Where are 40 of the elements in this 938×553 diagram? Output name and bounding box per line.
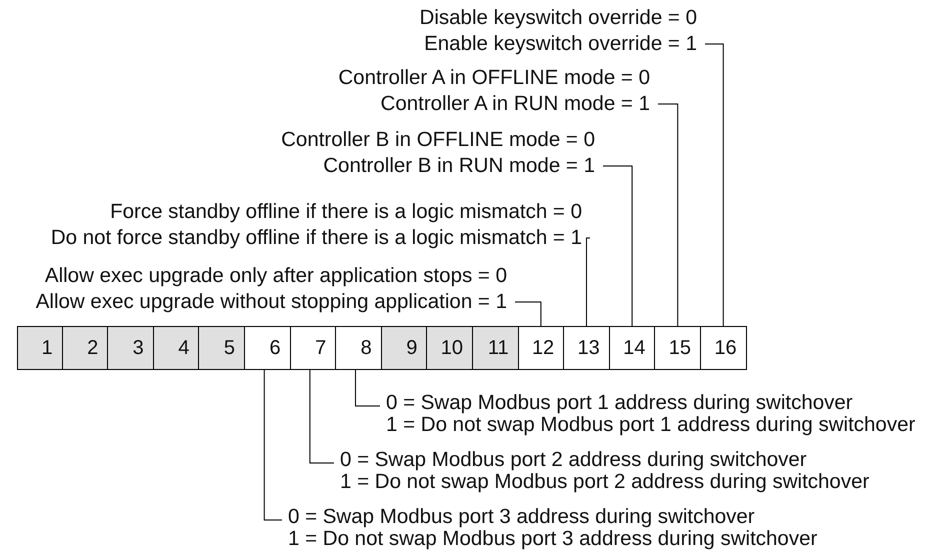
description-text: 1 = Do not swap Modbus port 2 address during switchover [340, 471, 870, 493]
reserved-bit-cell: 5 [198, 326, 245, 370]
bit-cell: 8 [335, 326, 382, 370]
description-text: 1 = Do not swap Modbus port 1 address during switchover [386, 414, 916, 436]
description-text: Disable keyswitch override = 0 [420, 5, 697, 31]
bit-cell: 13 [563, 326, 610, 370]
bit-cell: 14 [608, 326, 656, 370]
reserved-bit-cell: 2 [62, 326, 108, 370]
description-text: 0 = Swap Modbus port 2 address during switchover [340, 449, 808, 471]
description-text: Controller A in OFFLINE mode = 0 [338, 65, 650, 91]
description-text: 0 = Swap Modbus port 3 address during switchover [288, 506, 756, 528]
description-text: 0 = Swap Modbus port 1 address during switchover [386, 392, 854, 414]
reserved-bit-cell: 3 [107, 326, 154, 370]
reserved-bit-cell: 11 [472, 326, 519, 370]
leader-line [354, 370, 380, 406]
description-text: Do not force standby offline if there is a logic mismatch = 1 [50, 225, 582, 251]
bit-cell: 12 [518, 326, 564, 370]
leader-line [704, 44, 724, 326]
leader-line [264, 370, 282, 520]
bit-cell: 6 [244, 326, 291, 370]
bit-cell: 7 [290, 326, 336, 370]
leader-line [514, 302, 542, 326]
description-text: Enable keyswitch override = 1 [423, 31, 697, 57]
leader-line [658, 104, 678, 326]
description-text: Controller B in RUN mode = 1 [322, 153, 595, 179]
bit-cell: 16 [700, 326, 747, 370]
description-text: 1 = Do not swap Modbus port 3 address during switchover [288, 528, 818, 550]
description-text: Controller B in OFFLINE mode = 0 [281, 127, 595, 153]
description-text: Allow exec upgrade without stopping application = 1 [36, 289, 507, 315]
reserved-bit-cell: 9 [380, 326, 428, 370]
reserved-bit-cell: 10 [426, 326, 473, 370]
leader-line [309, 370, 334, 464]
description-text: Controller A in RUN mode = 1 [380, 91, 650, 117]
description-text: Force standby offline if there is a logic mismatch = 0 [109, 199, 582, 225]
reserved-bit-cell: 4 [152, 326, 200, 370]
leader-line [586, 238, 590, 326]
reserved-bit-cell: 1 [17, 326, 63, 370]
leader-line [602, 166, 633, 326]
description-text: Allow exec upgrade only after application stops = 0 [44, 263, 507, 289]
bit-cell: 15 [654, 326, 701, 370]
